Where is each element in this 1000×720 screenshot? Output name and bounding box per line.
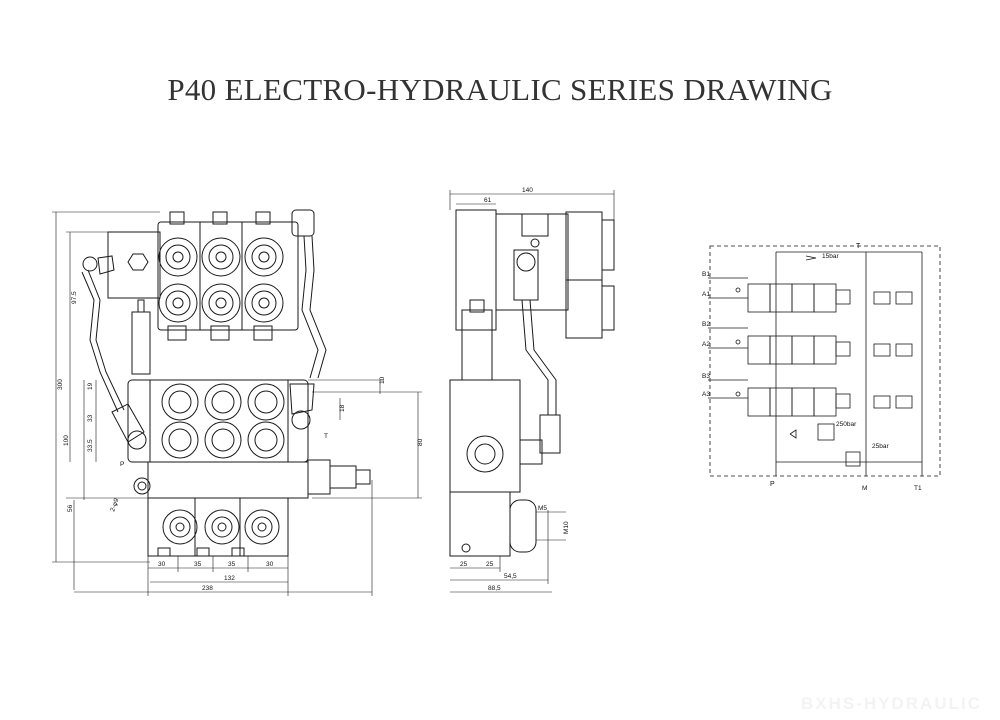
schematic-frame — [709, 245, 941, 477]
side-solenoid — [565, 211, 603, 281]
relief-valve-250 — [817, 423, 835, 441]
dim-front-19: 19 — [87, 382, 94, 390]
dim-front-300: 300 — [57, 379, 64, 390]
schem-port-b2: B2 — [702, 321, 710, 328]
dim-side-140: 140 — [522, 187, 533, 194]
dim-side-54: 54,5 — [504, 573, 517, 580]
relief-valve-25 — [845, 451, 861, 467]
front-view — [52, 209, 422, 596]
hydraulic-schematic — [708, 245, 941, 477]
port-label-p: P — [120, 461, 124, 468]
dim-side-m5: M5 — [538, 505, 547, 512]
dim-side-88: 88,5 — [488, 585, 501, 592]
dim-front-bottom-4: 30 — [266, 561, 274, 568]
left-solenoid-housing — [107, 231, 161, 299]
dim-side-25a: 25 — [460, 561, 468, 568]
dim-front-238: 238 — [202, 585, 213, 592]
schem-relief-15: 15bar — [822, 253, 839, 260]
dim-front-100: 100 — [63, 435, 70, 446]
bottom-valve-section — [147, 497, 289, 557]
dim-front-18: 18 — [339, 404, 346, 412]
dim-front-bottom-2: 35 — [194, 561, 202, 568]
schem-port-b1: B1 — [702, 271, 710, 278]
schem-port-a2: A2 — [702, 341, 710, 348]
schem-port-t1: T1 — [914, 485, 922, 492]
schem-port-a3: A3 — [702, 391, 710, 398]
schem-port-a1: A1 — [702, 291, 710, 298]
side-view — [449, 190, 615, 593]
dim-front-56: 56 — [67, 504, 74, 512]
dim-front-10: 10 — [379, 376, 386, 384]
schem-port-t: T — [856, 243, 861, 250]
schem-port-m: M — [862, 485, 867, 492]
hex-plug — [127, 253, 149, 271]
spool-row-3 — [708, 379, 913, 417]
dim-front-97: 97.5 — [71, 291, 78, 304]
page-title: P40 ELECTRO-HYDRAULIC SERIES DRAWING — [167, 72, 833, 107]
dim-front-bottom-1: 30 — [158, 561, 166, 568]
dim-front-33: 33 — [87, 414, 94, 422]
dim-front-33-5: 33.5 — [87, 439, 94, 452]
watermark-text: BXHS-HYDRAULIC — [801, 694, 982, 713]
top-valve-section — [157, 221, 299, 331]
spool-row-2 — [708, 327, 913, 365]
dim-front-bottom-3: 35 — [228, 561, 236, 568]
dim-side-61: 61 — [484, 197, 492, 204]
schem-port-b3: B3 — [702, 373, 710, 380]
dim-front-132: 132 — [224, 575, 235, 582]
schem-port-p: P — [770, 481, 775, 488]
central-port-row — [161, 383, 285, 459]
dim-side-m10: M10 — [563, 521, 570, 534]
dim-side-25b: 25 — [486, 561, 494, 568]
spool-row-1 — [708, 277, 913, 313]
port-label-t: T — [324, 433, 328, 440]
schem-relief-25: 25bar — [872, 443, 889, 450]
dim-front-80: 80 — [417, 438, 424, 446]
upper-port-row — [158, 237, 284, 323]
schem-relief-250: 250bar — [836, 421, 857, 428]
hole-label: 2-φ9 — [109, 497, 120, 513]
